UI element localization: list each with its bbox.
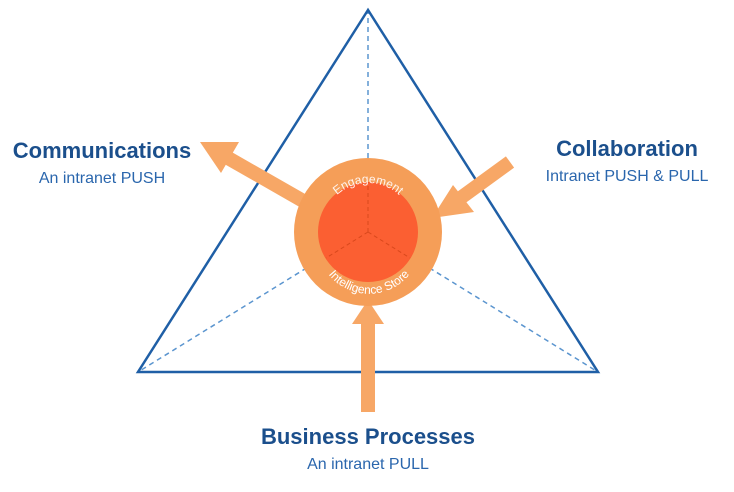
- communications-subtitle: An intranet PUSH: [38, 170, 166, 187]
- core-dash-right: [367, 231, 411, 259]
- collaboration-label: Collaboration Intranet PUSH & PULL: [520, 136, 734, 188]
- arrow-collaboration: [432, 156, 515, 218]
- collaboration-subtitle: Intranet PUSH & PULL: [545, 168, 709, 185]
- business-processes-title: Business Processes: [260, 424, 476, 449]
- business-processes-subtitle: An intranet PULL: [307, 456, 429, 473]
- core-dash-left: [325, 231, 369, 259]
- business-processes-label: Business Processes An intranet PULL: [240, 424, 496, 476]
- collaboration-title: Collaboration: [556, 136, 698, 161]
- communications-label: Communications An intranet PUSH: [0, 138, 204, 190]
- arrow-business: [352, 300, 384, 412]
- communications-title: Communications: [12, 138, 192, 163]
- arrow-communications: [200, 142, 309, 209]
